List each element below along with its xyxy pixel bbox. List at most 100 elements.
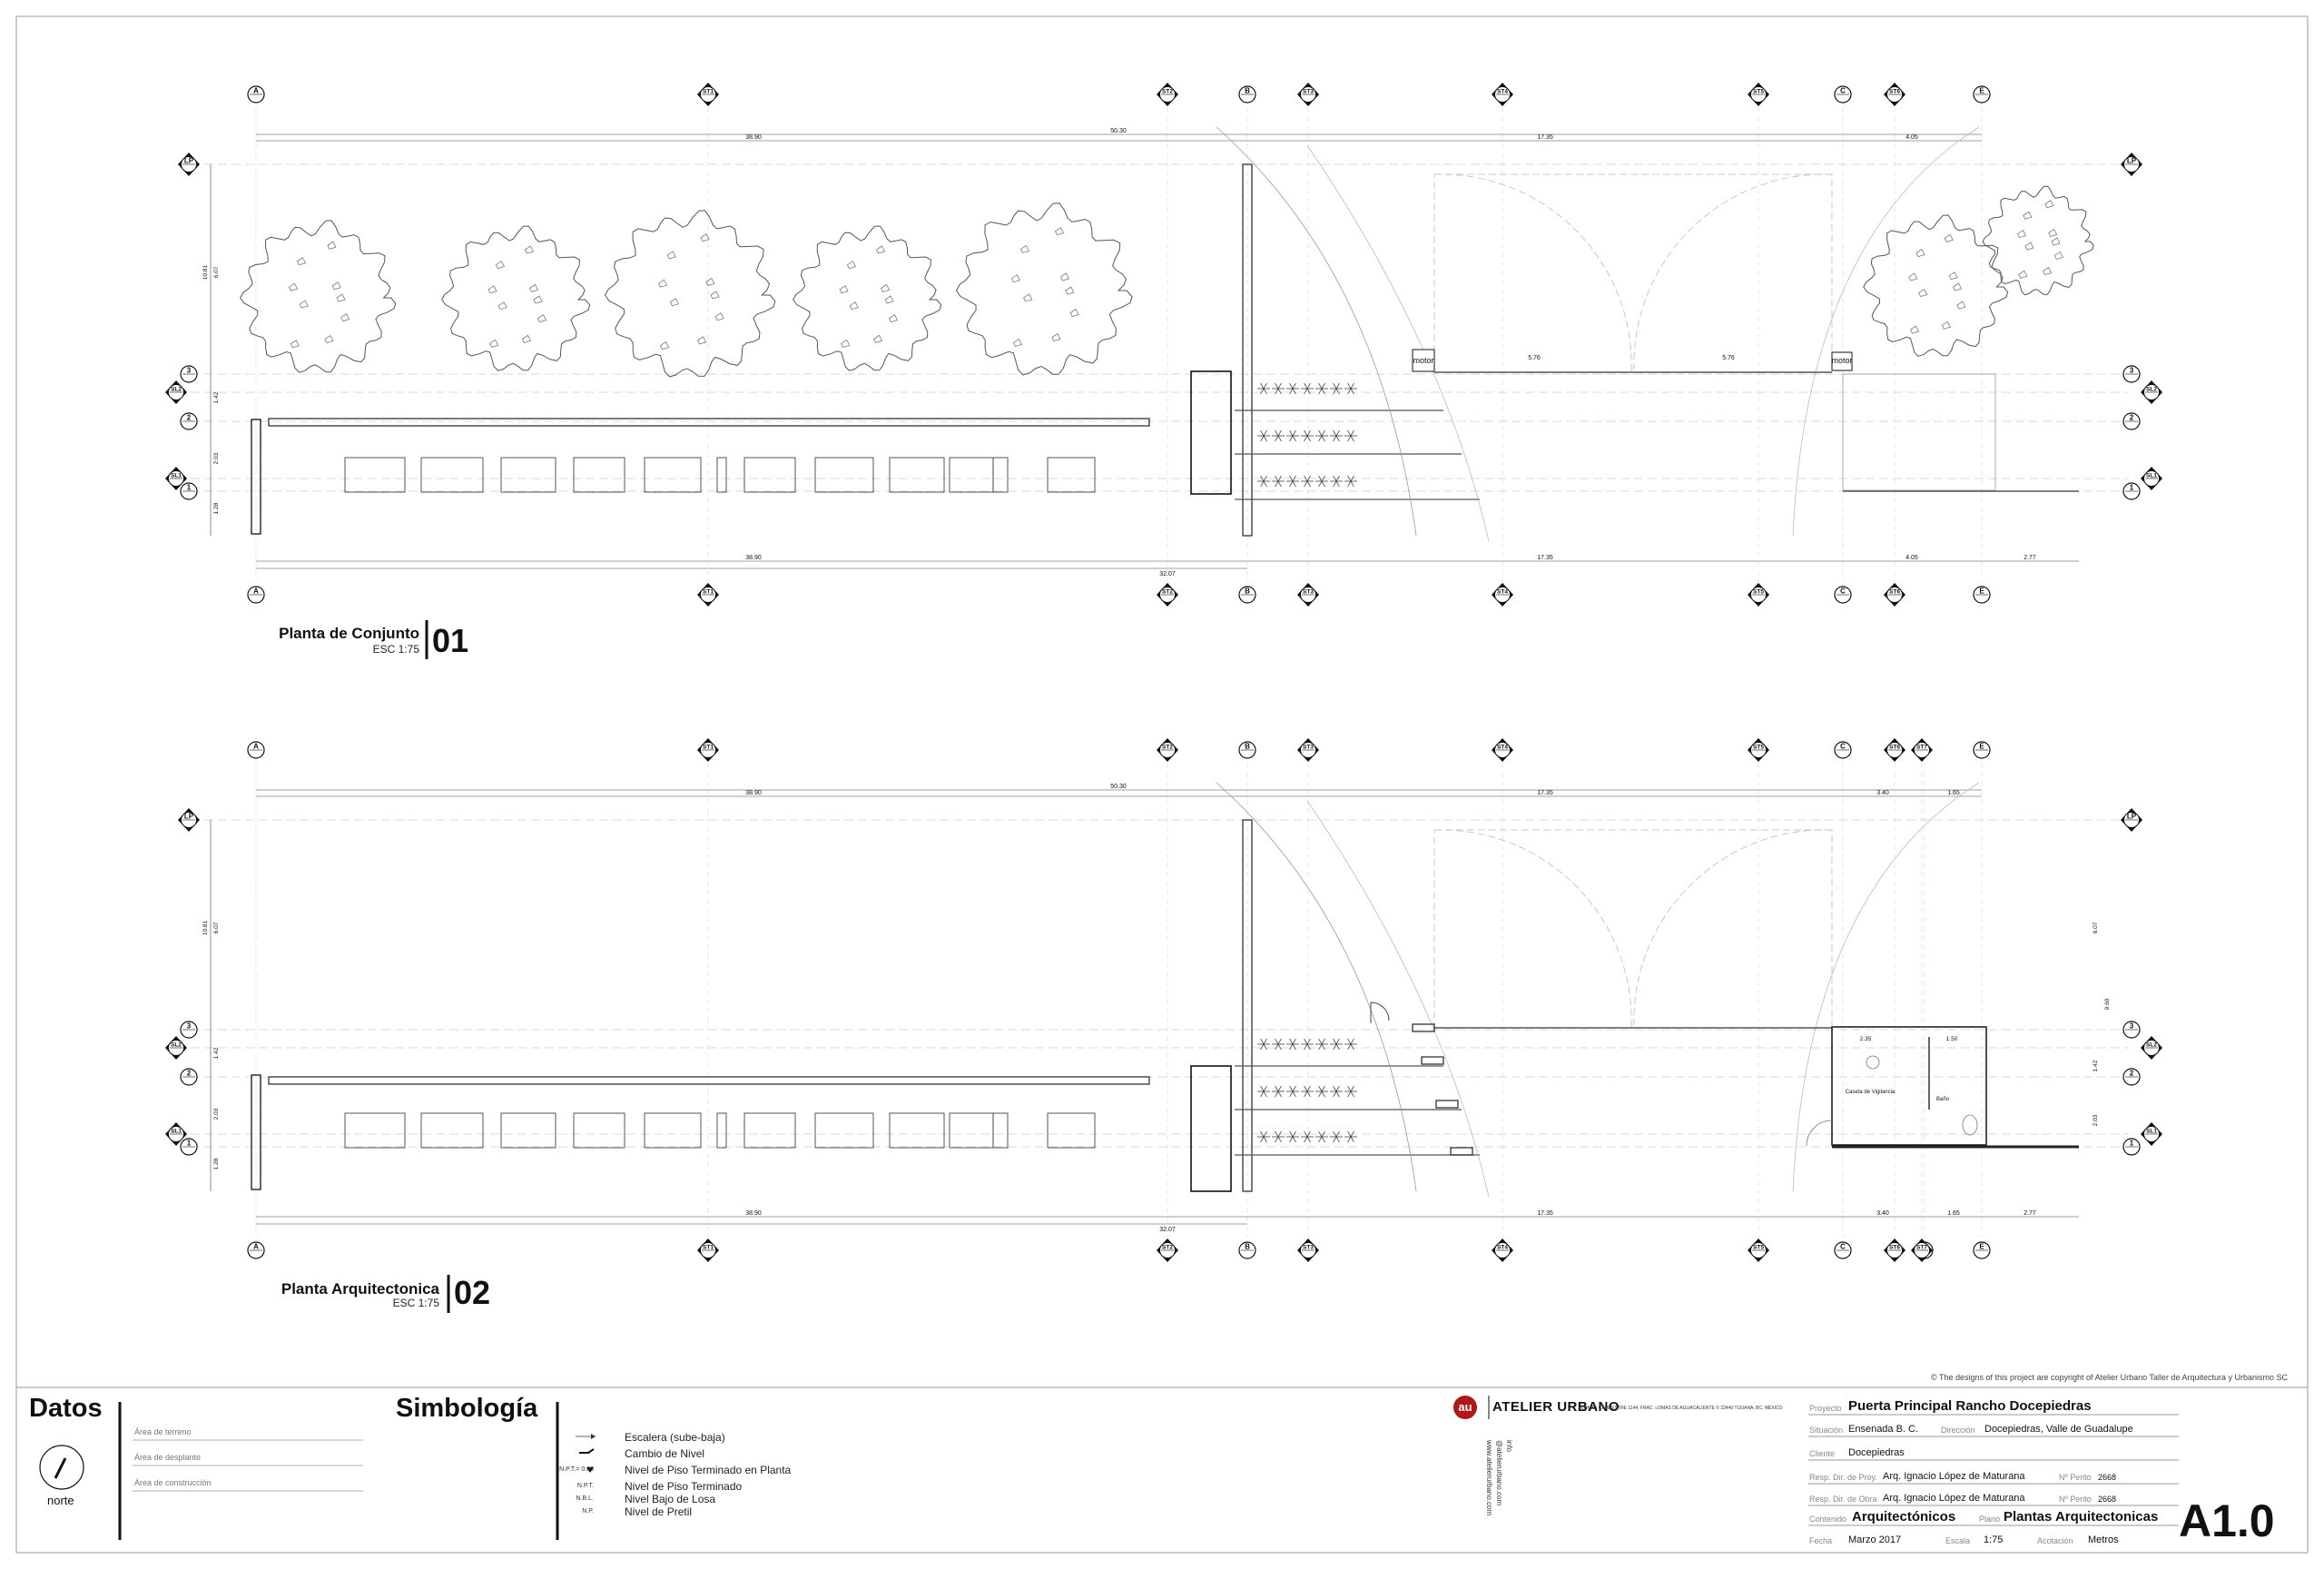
datos-heading: Datos [29,1394,103,1423]
plan1-planter-1-stroke [1321,435,1325,442]
tree-4-leaf [875,245,886,254]
plan2-left-axis-SL1: SL1 [165,1122,187,1146]
tree-5-leaf [1054,227,1064,236]
plan1-planter-1-stroke [1318,429,1323,437]
plan1-planter-2-stroke [1292,475,1296,482]
plan2-paver [743,1112,796,1149]
plan1-dim-bot-0: 38.90 [745,555,762,561]
plan1-left-axis-SL2: SL2 [165,380,187,404]
legend-label: Nivel de Piso Terminado en Planta [625,1464,792,1476]
legend-symbol: N.P.T. [576,1483,594,1489]
plan1-left-axis-SL1: SL1 [165,467,187,490]
simbologia-heading: Simbología [396,1394,538,1423]
plan1-bottom-axis-A: A [247,586,265,604]
plan2-planter-2-stroke [1335,1136,1340,1143]
tree-2-leaf [489,339,499,348]
plan1-planter-1-stroke [1333,429,1337,437]
plan2-arc-1 [1216,782,1417,1192]
field-area-terreno: Área de terreno [134,1427,192,1436]
plan2-top-axis-ST6-label: ST6 [1889,745,1900,751]
value-contenido: Arquitectónicos [1852,1509,1956,1525]
plan1-top-axis-ST4: ST4 [1492,83,1513,106]
plan2-planter-2-stroke [1347,1130,1352,1138]
plan2-planter-0-stroke [1306,1038,1311,1045]
plan2-top-axis-B: B [1238,741,1256,759]
plan2-bottom-axis-ST4-label: ST4 [1497,1245,1508,1251]
plan1-bottom-axis-E: E [1973,586,1991,604]
plan1-top-axis-ST3-label: ST3 [1303,89,1314,95]
motor-label-left: motor [1413,356,1433,365]
plan1-left-axis-LP-label: LP [184,157,194,165]
plan1-planter-1-stroke [1263,429,1267,437]
plan1-planter-2-stroke [1333,475,1337,482]
plan1-planter-2-stroke [1347,475,1352,482]
plan1-paver [743,457,796,493]
plan1-dim-left-2: 1.42 [213,391,220,403]
motor-box-left [1412,349,1435,372]
plan2-planter-2-stroke [1318,1130,1323,1138]
plan1-planter-1-stroke [1318,435,1323,442]
plan1-planter-0-stroke [1333,388,1337,395]
tree-6-leaf [1915,249,1925,258]
plan2-planter-1-stroke [1260,1090,1265,1098]
label-plano: Plano [1979,1515,2001,1524]
legend-label: Cambio de Nivel [625,1447,705,1460]
value-direccion: Docepiedras, Valle de Guadalupe [1984,1424,2133,1435]
plan1-bottom-axis-ST6: ST6 [1884,583,1905,607]
tree-5-leaf [1012,338,1023,347]
plan1-dim-left-0: 10.81 [202,264,209,280]
plan2-dim-top-3: 3.40 [1876,790,1889,796]
plan2-planter-2-stroke [1350,1136,1354,1143]
plan1-top-axis-ST5-label: ST5 [1753,89,1764,95]
plan2-bottom-axis-ST7: ST7 [1911,1238,1933,1262]
plan2-planter-1-stroke [1350,1085,1354,1092]
value-perito-2: 2668 [2098,1495,2117,1504]
plan1-paver [814,457,874,493]
plan2-planter-2-stroke [1277,1130,1282,1138]
tree-7-leaf [2024,242,2034,251]
plan2-planter-1-stroke [1277,1090,1282,1098]
plan1-top-axis-A-label: A [253,87,259,95]
plan1-long-wall [268,418,1150,427]
plan1-top-axis-C: C [1834,85,1852,104]
field-area-desplante: Área de desplante [134,1453,202,1462]
tree-1-outline [240,220,397,373]
plan2-top-axis-ST1-label: ST1 [703,745,714,751]
plan1-planter-1-stroke [1292,435,1296,442]
plan2-planter-0-stroke [1260,1043,1265,1051]
plan2-planter-2-stroke [1306,1130,1311,1138]
plan1-right-axis-LP: LP [2121,153,2142,176]
tree-3 [604,210,776,378]
plan1-planter-2-stroke [1306,475,1311,482]
tree-4-outline [793,225,942,371]
plan1-bottom-axis-E-label: E [1979,587,1984,596]
plan2-gate-arc-left [1433,829,1632,1029]
plan1-planter-0-stroke [1304,382,1308,390]
plan2-planter-0-stroke [1350,1043,1354,1051]
plan2-top-axis-ST1: ST1 [697,738,719,762]
tree-7-leaf [2018,270,2028,279]
plan2-top-axis-ST4: ST4 [1492,738,1513,762]
plan1-right-axis-SL2-label: SL2 [2146,387,2157,393]
plan-title-2: Planta Arquitectonica [281,1280,439,1298]
plan1-planter-2-stroke [1318,475,1323,482]
tree-3-outline [604,210,776,378]
plan1-top-axis-ST4-label: ST4 [1497,89,1508,95]
plan2-planter-1-stroke [1347,1090,1352,1098]
plan2-planter-1-stroke [1289,1090,1294,1098]
plan2-planter-0-stroke [1335,1038,1340,1045]
north-arrow-icon [38,1444,85,1491]
plan2-right-axis-SL1: SL1 [2141,1122,2162,1146]
tree-3-leaf [710,291,720,300]
sheet-border [15,15,2309,1554]
tree-7-leaf [2048,228,2058,238]
tree-2-leaf [495,261,506,270]
plan1-planter-1-stroke [1347,429,1352,437]
plan2-dim-bot-2: 17.35 [1537,1210,1553,1217]
plan2-planter-0-stroke [1289,1038,1294,1045]
tree-7-outline [1982,185,2094,296]
plan2-planter-2-stroke [1260,1136,1265,1143]
tree-3-leaf [714,312,724,321]
